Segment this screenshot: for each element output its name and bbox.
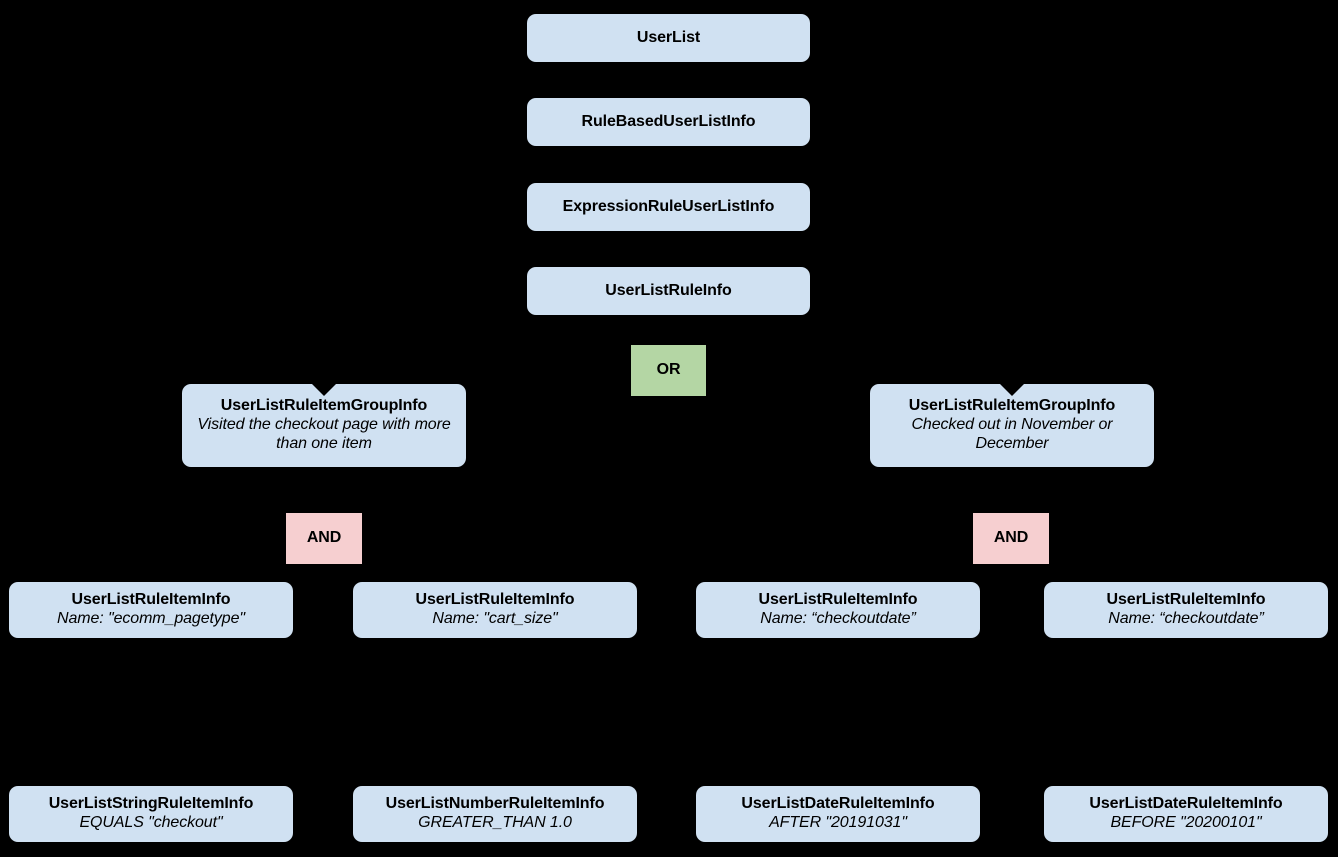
node-subtitle: Name: “checkoutdate”	[1108, 610, 1264, 627]
node-rule-based-user-list-info[interactable]: RuleBasedUserListInfo	[527, 98, 810, 146]
node-user-list[interactable]: UserList	[527, 14, 810, 62]
node-leaf-1[interactable]: UserListStringRuleItemInfo EQUALS "check…	[9, 786, 293, 842]
node-title: UserListDateRuleItemInfo	[741, 795, 935, 813]
node-title: UserListRuleItemInfo	[1106, 591, 1266, 609]
node-rule-item-4[interactable]: UserListRuleItemInfo Name: “checkoutdate…	[1044, 582, 1328, 638]
node-leaf-4[interactable]: UserListDateRuleItemInfo BEFORE "2020010…	[1044, 786, 1328, 842]
node-subtitle: BEFORE "20200101"	[1110, 814, 1262, 831]
node-or-operator[interactable]: OR	[631, 345, 706, 396]
node-rule-item-3[interactable]: UserListRuleItemInfo Name: “checkoutdate…	[696, 582, 980, 638]
node-subtitle: GREATER_THAN 1.0	[418, 814, 572, 831]
operator-label: OR	[656, 361, 681, 379]
node-title: UserListNumberRuleItemInfo	[385, 795, 605, 813]
node-group-right[interactable]: UserListRuleItemGroupInfo Checked out in…	[870, 383, 1154, 467]
node-subtitle: Visited the checkout page with more than…	[197, 416, 451, 452]
node-title: ExpressionRuleUserListInfo	[562, 197, 775, 215]
node-title: UserListRuleItemInfo	[415, 591, 575, 609]
node-title: UserList	[636, 28, 701, 46]
node-subtitle: Checked out in November or December	[911, 416, 1113, 452]
node-subtitle: EQUALS "checkout"	[79, 814, 223, 831]
node-user-list-rule-info[interactable]: UserListRuleInfo	[527, 267, 810, 315]
node-expression-rule-user-list-info[interactable]: ExpressionRuleUserListInfo	[527, 183, 810, 231]
node-leaf-3[interactable]: UserListDateRuleItemInfo AFTER "20191031…	[696, 786, 980, 842]
node-subtitle: Name: "ecomm_pagetype"	[57, 610, 245, 627]
operator-label: AND	[306, 529, 342, 547]
edge-notch-icon	[311, 383, 337, 396]
node-rule-item-2[interactable]: UserListRuleItemInfo Name: "cart_size"	[353, 582, 637, 638]
node-leaf-2[interactable]: UserListNumberRuleItemInfo GREATER_THAN …	[353, 786, 637, 842]
operator-label: AND	[993, 529, 1029, 547]
node-title: UserListDateRuleItemInfo	[1089, 795, 1283, 813]
node-subtitle: AFTER "20191031"	[769, 814, 907, 831]
node-title: RuleBasedUserListInfo	[581, 112, 756, 130]
edge-notch-icon	[999, 383, 1025, 396]
node-title: UserListRuleItemInfo	[71, 591, 231, 609]
node-subtitle: Name: "cart_size"	[432, 610, 558, 627]
node-subtitle: Name: “checkoutdate”	[760, 610, 916, 627]
node-and-operator-left[interactable]: AND	[286, 513, 362, 564]
node-title: UserListStringRuleItemInfo	[48, 795, 254, 813]
node-title: UserListRuleItemGroupInfo	[220, 397, 428, 415]
node-title: UserListRuleItemInfo	[758, 591, 918, 609]
node-title: UserListRuleItemGroupInfo	[908, 397, 1116, 415]
node-and-operator-right[interactable]: AND	[973, 513, 1049, 564]
node-rule-item-1[interactable]: UserListRuleItemInfo Name: "ecomm_pagety…	[9, 582, 293, 638]
node-group-left[interactable]: UserListRuleItemGroupInfo Visited the ch…	[182, 383, 466, 467]
node-title: UserListRuleInfo	[605, 281, 732, 299]
